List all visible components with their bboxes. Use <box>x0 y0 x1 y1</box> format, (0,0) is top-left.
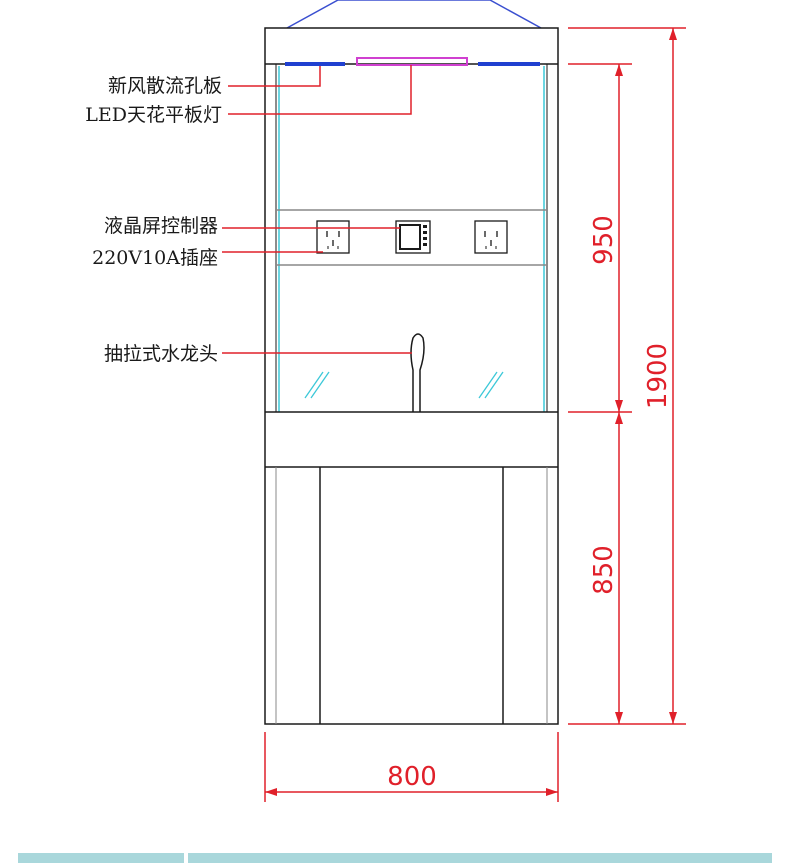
dim-text-upper-height: 950 <box>589 215 619 265</box>
hood-outline <box>286 0 542 29</box>
leader-led-light <box>228 65 412 115</box>
dim-text-total-height: 1900 <box>643 343 673 409</box>
label-led-light: LED天花平板灯 <box>85 104 222 126</box>
label-lcd-controller: 液晶屏控制器 <box>104 215 218 237</box>
dim-text-lower-height: 850 <box>589 545 619 595</box>
dimension-arrowheads <box>265 28 677 796</box>
label-diffuser: 新风散流孔板 <box>108 75 222 97</box>
glass-reflection-right <box>478 371 504 399</box>
label-faucet: 抽拉式水龙头 <box>104 343 218 365</box>
diffuser-panel-left <box>285 62 345 66</box>
footer-bar-left <box>18 853 184 863</box>
pull-out-faucet <box>410 333 425 412</box>
socket-right <box>474 220 508 254</box>
leader-diffuser <box>228 66 321 87</box>
cabinet-outer-frame <box>264 27 559 725</box>
socket-left <box>316 220 350 254</box>
label-socket: 220V10A插座 <box>92 247 218 269</box>
lcd-controller <box>395 220 431 254</box>
dim-text-width: 800 <box>387 762 437 792</box>
footer-bar-right <box>188 853 772 863</box>
diffuser-panel-right <box>478 62 540 66</box>
led-panel-light <box>356 57 468 66</box>
glass-reflection-left <box>304 371 330 399</box>
